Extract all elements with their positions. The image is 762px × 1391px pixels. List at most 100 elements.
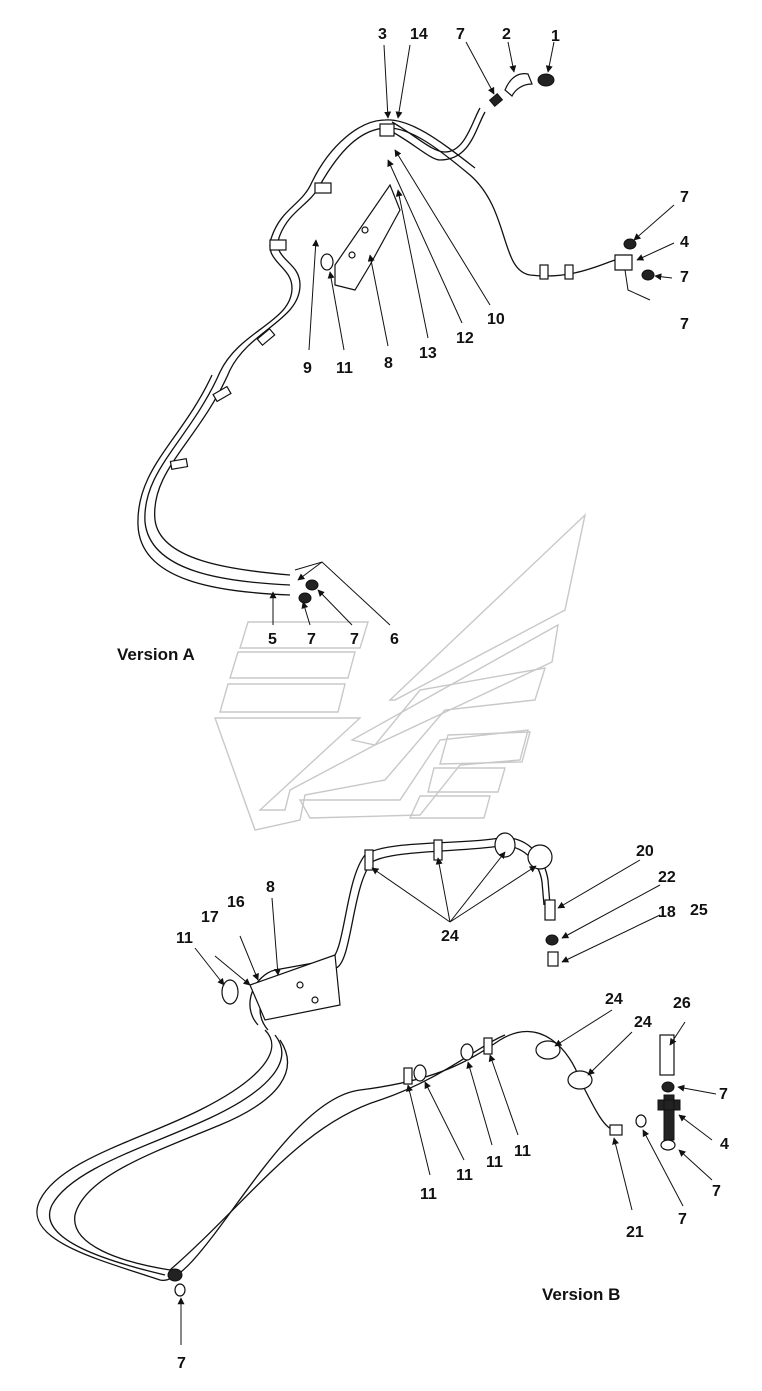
bracket-a [334,183,401,291]
clamp-a-4 [269,239,287,251]
fitting-b-20 [544,899,556,921]
callout: 24 [441,928,459,945]
callout: 3 [378,26,387,43]
callout: 7 [680,269,689,286]
callout: 7 [680,189,689,206]
callout: 6 [390,631,399,648]
callout: 8 [266,879,275,896]
callout: 4 [720,1136,729,1153]
callout: 26 [673,995,691,1012]
callout: 11 [176,930,193,947]
clamp-a-1 [169,457,189,471]
cap-a-7b [641,269,655,281]
cap-a-7a [623,238,637,250]
cap-b-7c [635,1114,647,1128]
callout: 13 [419,345,437,362]
callout: 20 [636,843,654,860]
fitting-b-22 [545,934,559,946]
clamp-a-8 [564,264,574,280]
hose-b-lower-2 [49,1034,283,1276]
callout: 22 [658,869,676,886]
callout: 21 [626,1224,644,1241]
clamp-b-1 [364,849,374,871]
callout: 25 [690,902,708,919]
callout: 11 [336,360,353,377]
bracket-b [249,954,341,1021]
version-b-label: Version B [542,1285,620,1304]
clamp-b-11c [460,1043,474,1061]
hose-a-upper [384,111,486,161]
callout: 7 [350,631,359,648]
fitting-a-1 [537,73,555,87]
version-a-label: Version A [117,645,195,664]
callout: 2 [502,26,511,43]
hose-b-lower-1 [36,1029,616,1281]
clamp-b-24a [494,832,516,858]
hose-a-upper-2 [391,107,481,153]
callout: 24 [605,991,623,1008]
fitting-a-7-top [488,93,504,107]
callout: 17 [201,909,219,926]
fitting-b-21 [609,1124,623,1136]
fitting-b-end [167,1268,183,1282]
watermark-logo [214,512,587,831]
callout: 14 [410,26,428,43]
callout: 11 [420,1186,437,1203]
callout: 7 [177,1355,186,1372]
callout: 16 [227,894,245,911]
cap-b-7a [661,1081,675,1093]
fitting-a-2 [504,73,533,97]
callout: 8 [384,355,393,372]
callout: 11 [486,1154,503,1171]
callouts-version-a: 3 14 7 2 1 7 4 7 7 10 12 13 8 11 9 5 7 7… [268,26,689,648]
hose-a-1 [154,127,616,576]
hose-b-lower-3 [74,1039,289,1271]
hose-a-2 [144,119,476,586]
clamp-b-24c [535,1040,561,1060]
callout: 5 [268,631,277,648]
callout: 9 [303,360,312,377]
cap-a-7c [298,592,312,604]
callout: 7 [680,316,689,333]
callout: 1 [551,28,560,45]
cap-b-7b [660,1139,676,1151]
clamp-a-7 [539,264,549,280]
assembly-version-b [36,832,717,1345]
ring-b-11 [221,979,239,1005]
clamp-b-24d [567,1070,593,1090]
clamp-a-5 [314,182,332,194]
clamp-b-24b [527,844,553,870]
pipe-b-26 [659,1034,675,1076]
callout: 4 [680,234,689,251]
clamp-b-11b [403,1067,413,1085]
callout: 10 [487,311,505,328]
hose-a-3 [137,374,291,596]
clamp-b-2 [433,839,443,861]
clamp-b-11d [483,1037,493,1055]
callout: 7 [307,631,316,648]
callout: 7 [719,1086,728,1103]
fitting-b-18 [547,951,559,967]
callout: 7 [712,1183,721,1200]
callouts-version-b: 20 22 18 25 8 16 17 11 24 24 24 26 7 4 7… [176,843,729,1372]
callout: 12 [456,330,474,347]
callout: 18 [658,904,676,921]
callout: 11 [514,1143,531,1160]
callout: 7 [456,26,465,43]
hose-b-lower-4 [169,1034,506,1271]
cap-a-7d [305,579,319,591]
clamp-a-3 [256,327,276,347]
clamp-b-11a [413,1064,427,1082]
tee-b-4 [657,1094,681,1141]
ring-a-11 [320,253,334,271]
cap-b-7d [174,1283,186,1297]
clamp-a-2 [212,385,232,403]
callout: 7 [678,1211,687,1228]
tee-a-4 [614,254,633,271]
assembly-version-a [137,41,675,626]
clamp-a-6 [379,123,395,137]
callout: 24 [634,1014,652,1031]
callout: 11 [456,1167,473,1184]
